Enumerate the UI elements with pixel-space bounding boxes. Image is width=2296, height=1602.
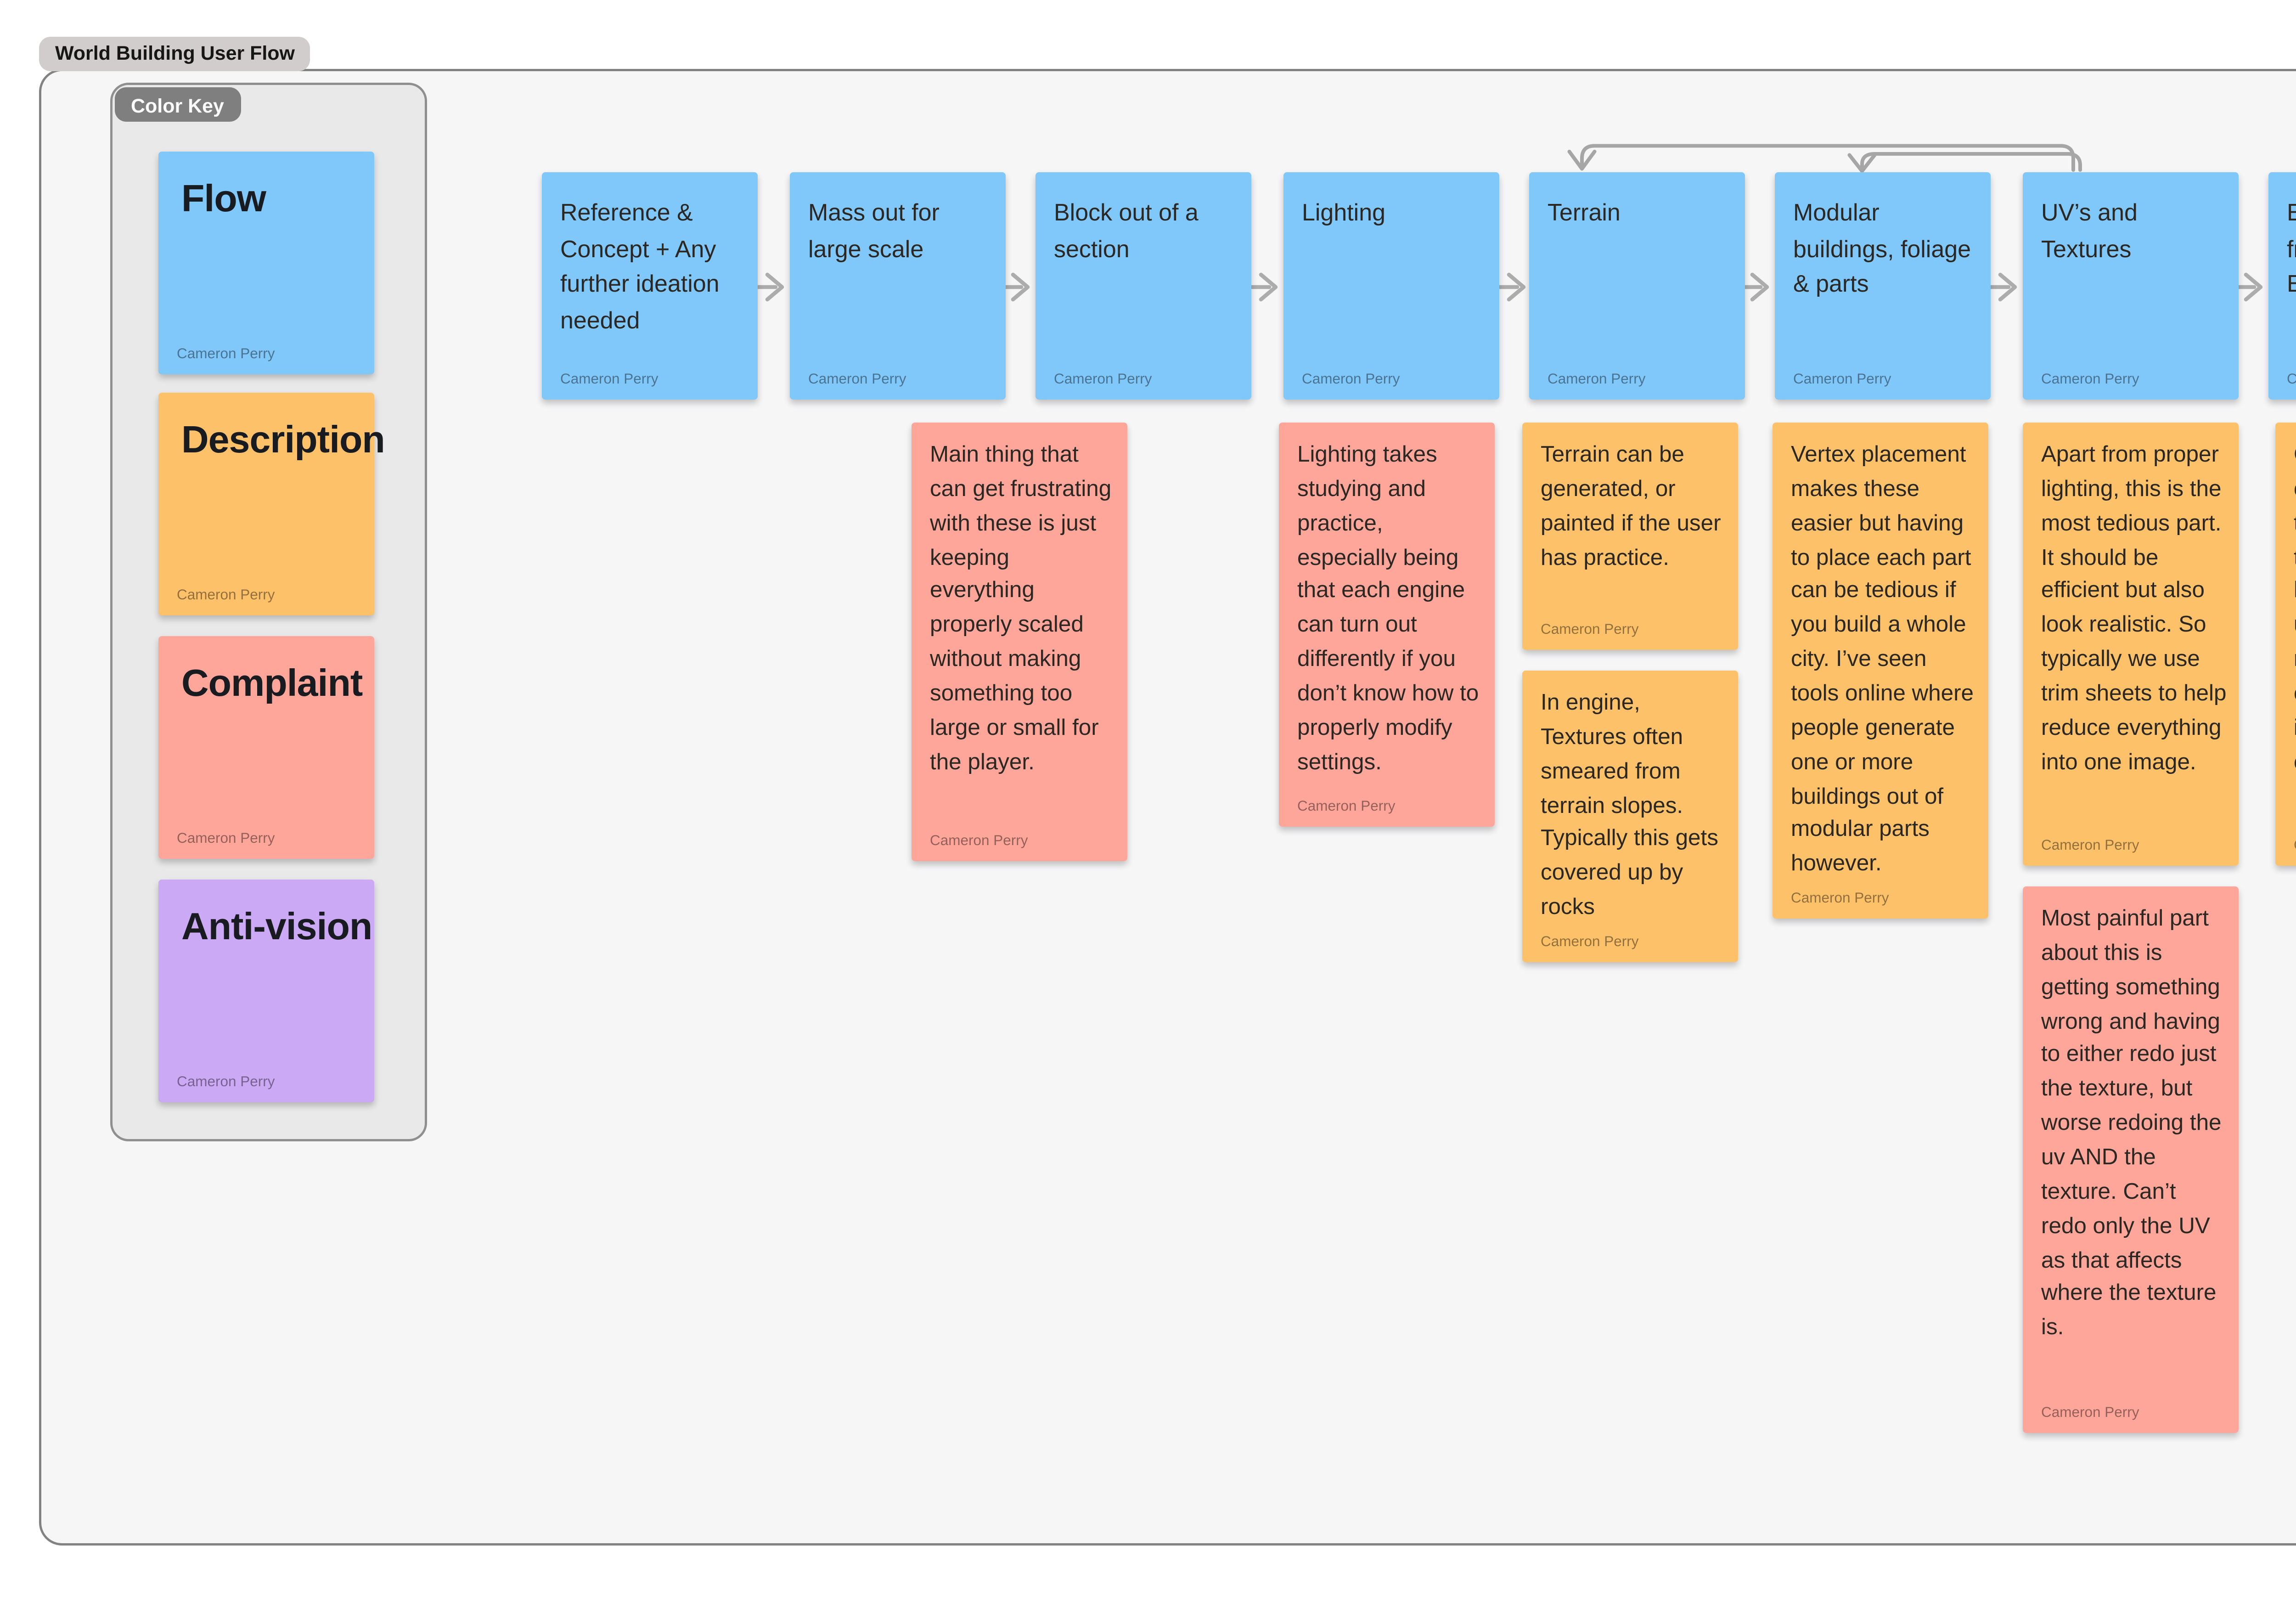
note-author: Cameron Perry bbox=[177, 588, 275, 604]
note-author: Cameron Perry bbox=[1297, 799, 1396, 815]
note-text: Generally easy, only part to this that c… bbox=[2294, 441, 2296, 782]
note-author: Cameron Perry bbox=[2287, 372, 2296, 388]
note-author: Cameron Perry bbox=[1793, 372, 1891, 388]
note-text: Most painful part about this is getting … bbox=[2041, 907, 2222, 1342]
note-author: Cameron Perry bbox=[177, 1075, 275, 1091]
note-author: Cameron Perry bbox=[2294, 838, 2296, 854]
sticky-note-reference-concept-any-further-ideation-n[interactable]: Reference & Concept + Any further ideati… bbox=[542, 172, 758, 400]
note-text: Mass out for large scale bbox=[808, 202, 940, 264]
note-author: Cameron Perry bbox=[808, 372, 906, 388]
sticky-note-in-engine-textures-often-smeared-from-te[interactable]: In engine, Textures often smeared from t… bbox=[1522, 671, 1738, 962]
sticky-note-generally-easy-only-part-to-this-that-ca[interactable]: Generally easy, only part to this that c… bbox=[2275, 423, 2296, 866]
note-text: Block out of a section bbox=[1054, 202, 1199, 264]
note-text: Main thing that can get frustrating with… bbox=[930, 443, 1112, 776]
note-text: Vertex placement makes these easier but … bbox=[1791, 443, 1974, 878]
note-title: Complaint bbox=[181, 664, 363, 705]
note-author: Cameron Perry bbox=[1548, 372, 1646, 388]
note-author: Cameron Perry bbox=[177, 347, 275, 363]
note-author: Cameron Perry bbox=[177, 831, 275, 847]
note-text: Apart from proper lighting, this is the … bbox=[2041, 443, 2227, 776]
note-text: Lighting bbox=[1302, 202, 1386, 227]
section-label-color-key[interactable]: Color Key bbox=[115, 87, 240, 122]
sticky-note-main-thing-that-can-get-frustrating-with[interactable]: Main thing that can get frustrating with… bbox=[912, 423, 1127, 861]
note-author: Cameron Perry bbox=[1541, 622, 1639, 638]
note-author: Cameron Perry bbox=[1541, 935, 1639, 951]
note-text: Modular buildings, foliage & parts bbox=[1793, 202, 1971, 299]
sticky-note-vertex-placement-makes-these-easier-but-[interactable]: Vertex placement makes these easier but … bbox=[1773, 423, 1988, 919]
note-text: In engine, Textures often smeared from t… bbox=[1541, 691, 1718, 921]
note-author: Cameron Perry bbox=[1054, 372, 1152, 388]
note-author: Cameron Perry bbox=[1791, 891, 1889, 907]
note-author: Cameron Perry bbox=[930, 834, 1028, 850]
note-author: Cameron Perry bbox=[560, 372, 658, 388]
note-author: Cameron Perry bbox=[2041, 838, 2139, 854]
note-text: Lighting takes studying and practice, es… bbox=[1297, 443, 1479, 776]
note-title: Flow bbox=[181, 179, 266, 220]
sticky-note-terrain-can-be-generated-or-painted-if-t[interactable]: Terrain can be generated, or painted if … bbox=[1522, 423, 1738, 650]
note-title: Description bbox=[181, 420, 385, 462]
note-author: Cameron Perry bbox=[2041, 1405, 2139, 1421]
note-author: Cameron Perry bbox=[1302, 372, 1400, 388]
note-text: Export models from Program to Engine bbox=[2287, 202, 2296, 299]
sticky-note-most-painful-part-about-this-is-getting-[interactable]: Most painful part about this is getting … bbox=[2023, 886, 2239, 1433]
sticky-note-lighting-takes-studying-and-practice-esp[interactable]: Lighting takes studying and practice, es… bbox=[1279, 423, 1495, 827]
note-text: Reference & Concept + Any further ideati… bbox=[560, 202, 720, 335]
note-title: Anti-vision bbox=[181, 907, 372, 948]
note-text: Terrain can be generated, or painted if … bbox=[1541, 443, 1721, 571]
sticky-note-apart-from-proper-lighting-this-is-the-m[interactable]: Apart from proper lighting, this is the … bbox=[2023, 423, 2239, 866]
section-label-world-building-user-flow[interactable]: World Building User Flow bbox=[39, 35, 311, 71]
note-text: UV’s and Textures bbox=[2041, 202, 2138, 264]
note-author: Cameron Perry bbox=[2041, 372, 2139, 388]
note-text: Terrain bbox=[1548, 202, 1621, 227]
sticky-note-export-models-from-program-to-engine[interactable]: Export models from Program to EngineCame… bbox=[2268, 172, 2296, 400]
